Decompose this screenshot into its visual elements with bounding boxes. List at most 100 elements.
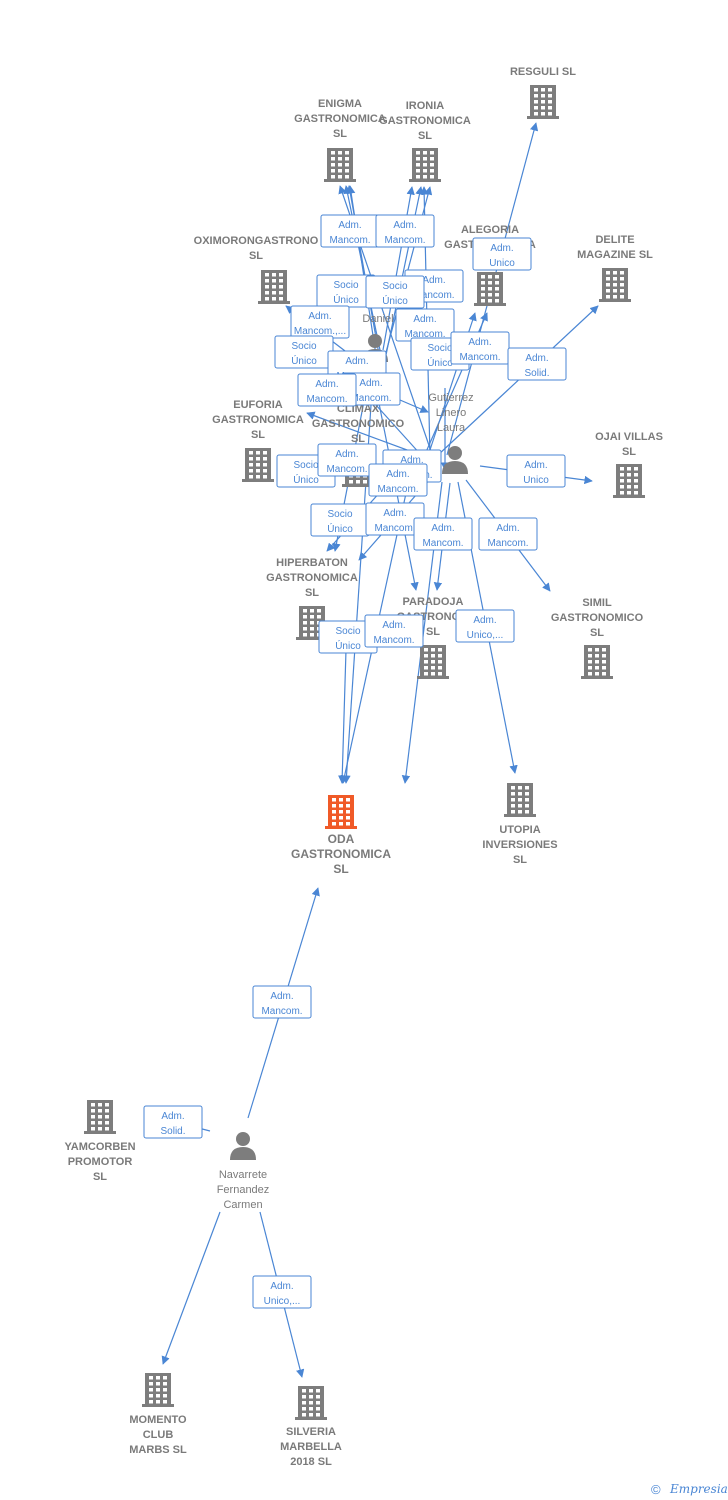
relation-text: Mancom. bbox=[261, 1006, 302, 1017]
relation-text: Adm. bbox=[345, 356, 368, 367]
relation-label[interactable]: Adm. Mancom. bbox=[364, 614, 424, 648]
copyright-symbol: © bbox=[651, 1482, 661, 1497]
relation-text: Mancom. bbox=[350, 393, 391, 404]
relation-box bbox=[364, 614, 424, 648]
company-node[interactable]: EUFORIA GASTRONOMICA SL bbox=[212, 399, 304, 482]
relation-label[interactable]: Adm.Unico,... bbox=[455, 609, 515, 643]
relation-text: Solid. bbox=[160, 1126, 185, 1137]
relation-edge bbox=[399, 399, 429, 413]
node-label: GASTRONOMICA bbox=[266, 572, 358, 584]
relation-label[interactable]: Adm.Unico bbox=[472, 237, 532, 271]
relation-label[interactable]: Adm.Mancom. bbox=[317, 443, 377, 477]
building-icon bbox=[84, 1100, 116, 1134]
relation-text: Adm. bbox=[473, 615, 496, 626]
node-label: GASTRONOMICO bbox=[551, 612, 644, 624]
building-icon bbox=[324, 148, 356, 182]
building-icon bbox=[613, 464, 645, 498]
company-node[interactable]: RESGULI SL bbox=[510, 66, 576, 119]
person-icon bbox=[230, 1132, 256, 1160]
relation-label[interactable]: Adm. Mancom. bbox=[478, 517, 538, 551]
relation-label[interactable]: Adm.Mancom. bbox=[320, 214, 380, 248]
relation-box bbox=[252, 1275, 312, 1309]
relation-text: Socio bbox=[291, 341, 316, 352]
building-icon bbox=[142, 1373, 174, 1407]
node-label: SL bbox=[622, 446, 636, 458]
edges-layer bbox=[147, 122, 599, 1378]
building-icon bbox=[504, 783, 536, 817]
relation-text: Adm. bbox=[338, 220, 361, 231]
node-label: ODA bbox=[328, 832, 355, 846]
relation-box bbox=[413, 517, 473, 551]
node-label: EUFORIA bbox=[233, 399, 283, 411]
relation-text: Mancom. bbox=[377, 484, 418, 495]
relation-text: Adm. bbox=[490, 243, 513, 254]
relation-label[interactable]: Adm.Mancom.,... bbox=[290, 305, 350, 339]
relation-text: Mancom. bbox=[384, 235, 425, 246]
relation-label[interactable]: Adm.Unico bbox=[506, 454, 566, 488]
relation-label[interactable]: Adm.Mancom. bbox=[395, 308, 455, 342]
relation-label[interactable]: Adm.Mancom. bbox=[252, 985, 312, 1019]
relation-text: Mancom. bbox=[373, 635, 414, 646]
relation-text: Único bbox=[293, 473, 319, 486]
node-label: SL bbox=[93, 1171, 107, 1183]
relation-text: Mancom. bbox=[487, 538, 528, 549]
relation-label[interactable]: Adm.Mancom. bbox=[375, 214, 435, 248]
relation-edge bbox=[161, 1211, 221, 1365]
relation-text: Mancom.,... bbox=[294, 326, 346, 337]
node-label: Carmen bbox=[223, 1199, 262, 1211]
relation-box bbox=[317, 443, 377, 477]
relation-text: Adm. bbox=[496, 523, 519, 534]
node-label: GASTRONOMICA bbox=[212, 414, 304, 426]
relation-text: Adm. bbox=[359, 378, 382, 389]
node-label: GASTRONOMICA bbox=[291, 847, 391, 861]
relation-box bbox=[478, 517, 538, 551]
building-icon bbox=[242, 448, 274, 482]
building-icon bbox=[599, 268, 631, 302]
relation-text: Único bbox=[327, 522, 353, 535]
brand-logo[interactable]: Empresia bbox=[669, 1482, 728, 1496]
node-label: SL bbox=[305, 587, 319, 599]
relation-label[interactable]: Adm.Unico,... bbox=[252, 1275, 312, 1309]
node-label: SL bbox=[251, 429, 265, 441]
relation-text: Adm. bbox=[422, 275, 445, 286]
relation-box bbox=[375, 214, 435, 248]
relation-box bbox=[455, 609, 515, 643]
relation-label[interactable]: Adm.Solid. bbox=[507, 347, 567, 381]
relation-label[interactable]: Adm.Solid. bbox=[143, 1105, 203, 1139]
footer: © Empresia bbox=[651, 1482, 728, 1497]
relation-label[interactable]: Adm.Mancom. bbox=[450, 331, 510, 365]
node-label: Navarrete bbox=[219, 1169, 267, 1181]
relation-text: Adm. bbox=[382, 620, 405, 631]
relation-box bbox=[365, 275, 425, 309]
relation-label[interactable]: Adm.Mancom. bbox=[297, 373, 357, 407]
node-label: MARBELLA bbox=[280, 1441, 342, 1453]
relation-label[interactable]: Adm.Mancom. bbox=[368, 463, 428, 497]
node-label: 2018 SL bbox=[290, 1456, 332, 1468]
node-label: Gutierrez bbox=[428, 392, 473, 404]
node-label: CLUB bbox=[143, 1429, 174, 1441]
node-label: SL bbox=[513, 854, 527, 866]
relation-box bbox=[507, 347, 567, 381]
building-icon bbox=[258, 270, 290, 304]
relation-label[interactable]: Adm.Mancom. bbox=[413, 517, 473, 551]
node-label: IRONIA bbox=[406, 100, 445, 112]
